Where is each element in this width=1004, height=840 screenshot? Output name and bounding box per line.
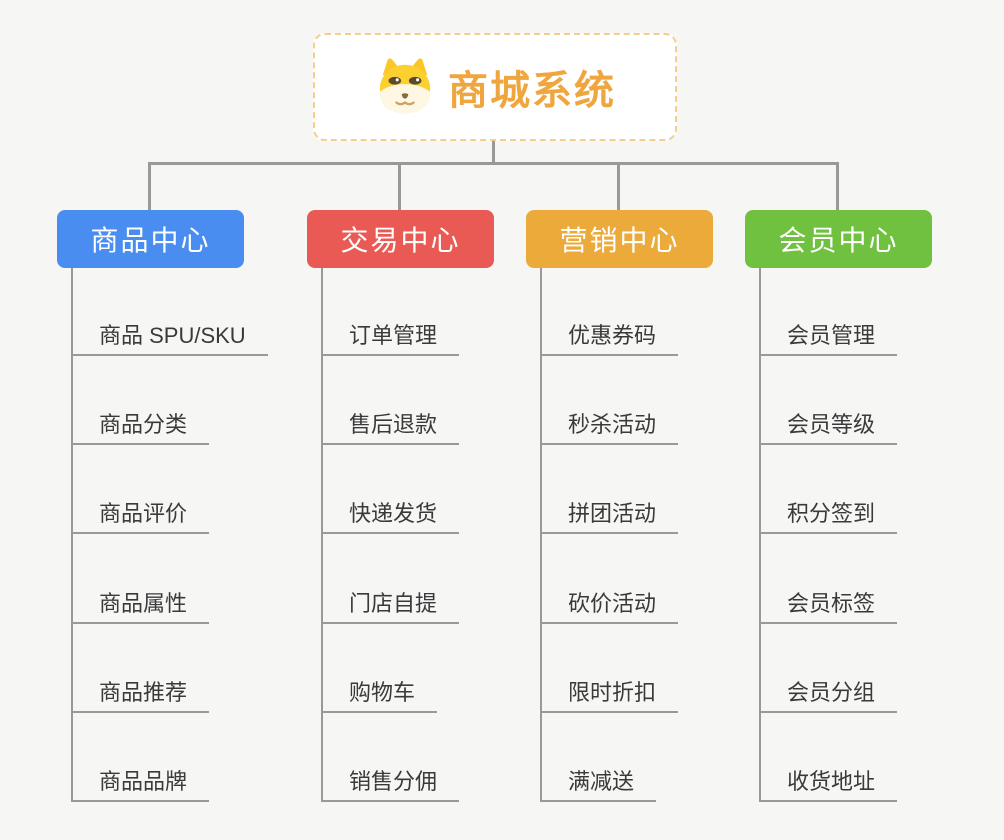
leaf-node[interactable]: 售后退款 <box>321 403 460 445</box>
connector-drop-3 <box>617 162 620 210</box>
leaf-node[interactable]: 购物车 <box>321 671 438 713</box>
connector-drop-1 <box>148 162 151 210</box>
connector-drop-4 <box>836 162 839 210</box>
connector-drop-2 <box>398 162 401 210</box>
leaf-node[interactable]: 门店自提 <box>321 582 460 624</box>
root-title: 商城系统 <box>448 69 616 113</box>
leaf-node[interactable]: 会员等级 <box>759 403 898 445</box>
branch-spine <box>759 268 761 802</box>
branch-label: 交易中心 <box>340 225 461 256</box>
leaf-node[interactable]: 砍价活动 <box>540 582 679 624</box>
leaf-node[interactable]: 商品推荐 <box>71 671 210 713</box>
branch-spine <box>71 268 73 802</box>
leaf-node[interactable]: 商品 SPU/SKU <box>71 314 268 356</box>
connector-root-stem <box>492 141 495 164</box>
leaf-node[interactable]: 会员分组 <box>759 671 898 713</box>
leaf-node[interactable]: 满减送 <box>540 760 657 802</box>
branch-trade-center[interactable]: 交易中心 <box>307 210 494 268</box>
leaf-node[interactable]: 销售分佣 <box>321 760 460 802</box>
leaf-node[interactable]: 收货地址 <box>759 760 898 802</box>
leaf-node[interactable]: 限时折扣 <box>540 671 679 713</box>
branch-product-center[interactable]: 商品中心 <box>57 210 244 268</box>
branch-spine <box>321 268 323 802</box>
leaf-node[interactable]: 商品分类 <box>71 403 210 445</box>
branch-label: 营销中心 <box>559 225 680 256</box>
connector-bus <box>148 162 839 165</box>
leaf-node[interactable]: 快递发货 <box>321 492 460 534</box>
leaf-node[interactable]: 优惠券码 <box>540 314 679 356</box>
leaf-node[interactable]: 商品品牌 <box>71 760 210 802</box>
leaf-node[interactable]: 会员管理 <box>759 314 898 356</box>
leaf-node[interactable]: 订单管理 <box>321 314 460 356</box>
branch-marketing-center[interactable]: 营销中心 <box>526 210 713 268</box>
leaf-node[interactable]: 商品评价 <box>71 492 210 534</box>
leaf-node[interactable]: 会员标签 <box>759 582 898 624</box>
leaf-node[interactable]: 拼团活动 <box>540 492 679 534</box>
leaf-node[interactable]: 秒杀活动 <box>540 403 679 445</box>
leaf-node[interactable]: 商品属性 <box>71 582 210 624</box>
branch-label: 会员中心 <box>778 225 899 256</box>
root-node[interactable]: 商城系统 <box>313 33 677 141</box>
branch-spine <box>540 268 542 802</box>
shiba-dog-icon <box>374 56 436 118</box>
leaf-node[interactable]: 积分签到 <box>759 492 898 534</box>
branch-label: 商品中心 <box>90 225 211 256</box>
branch-member-center[interactable]: 会员中心 <box>745 210 932 268</box>
